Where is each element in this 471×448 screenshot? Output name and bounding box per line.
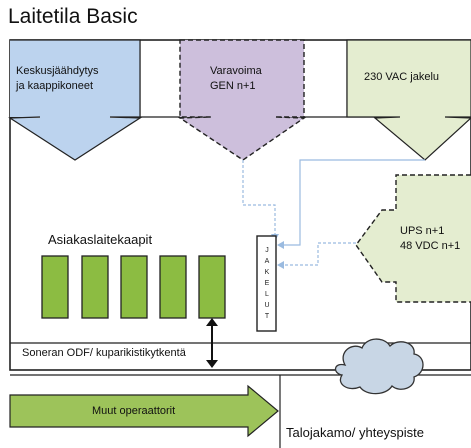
vac-arrow-body [346, 39, 471, 161]
distribution-panel-label: J A K E L U T [262, 245, 272, 322]
cooling-arrow-outline [8, 39, 142, 161]
customer-rack [41, 255, 69, 319]
odf-label: Soneran ODF/ kuparikistikytkentä [22, 347, 186, 359]
customer-rack [159, 255, 187, 319]
ups-label-line-1: UPS n+1 [400, 225, 445, 237]
customer-rack [120, 255, 148, 319]
distribution-letter: A [264, 258, 270, 265]
cloud-icon [334, 338, 424, 395]
building-label: Talojakamo/ yhteyspiste [286, 425, 425, 440]
distribution-panel [256, 235, 277, 332]
ups-arrow-body [355, 174, 471, 303]
distribution-letter: K [264, 269, 270, 276]
customer-rack [198, 255, 226, 319]
odf-connection-arrowhead-up [206, 318, 218, 326]
customer-racks-label: Asiakaslaitekaapit [48, 232, 153, 247]
vac-label-line-1: 230 VAC jakelu [364, 71, 440, 83]
ups-link-arrowhead [277, 261, 284, 269]
distribution-letter: E [264, 280, 270, 287]
cooling-label-line-1: Keskusjäähdytys [16, 65, 99, 77]
distribution-letter: L [265, 291, 269, 298]
generator-arrow-body [177, 39, 307, 161]
distribution-letter: U [264, 302, 270, 309]
odf-connection-arrowhead-down [206, 360, 218, 368]
cooling-label-line-2: ja kaappikoneet [16, 80, 94, 92]
vac-link-line [283, 159, 425, 246]
ups-label: UPS n+1 48 VDC n+1 [400, 224, 460, 254]
operators-arrow [9, 384, 279, 438]
page-title: Laitetila Basic [8, 5, 138, 28]
vac-link-arrowhead [277, 241, 284, 249]
vac-label: 230 VAC jakelu [364, 70, 439, 85]
ups-label-line-2: 48 VDC n+1 [400, 240, 461, 252]
generator-label-line-1: Varavoima [210, 65, 262, 77]
generator-label-line-2: GEN n+1 [210, 80, 256, 92]
customer-rack [81, 255, 109, 319]
generator-label: Varavoima GEN n+1 [210, 64, 262, 94]
cooling-label: Keskusjäähdytys ja kaappikoneet [16, 64, 99, 94]
distribution-letter: J [265, 247, 269, 254]
ups-link-line [283, 242, 356, 266]
cooling-arrow-body [10, 40, 140, 160]
generator-link-line [242, 160, 276, 235]
operators-label: Muut operaattorit [92, 405, 176, 417]
distribution-letter: T [264, 313, 270, 320]
